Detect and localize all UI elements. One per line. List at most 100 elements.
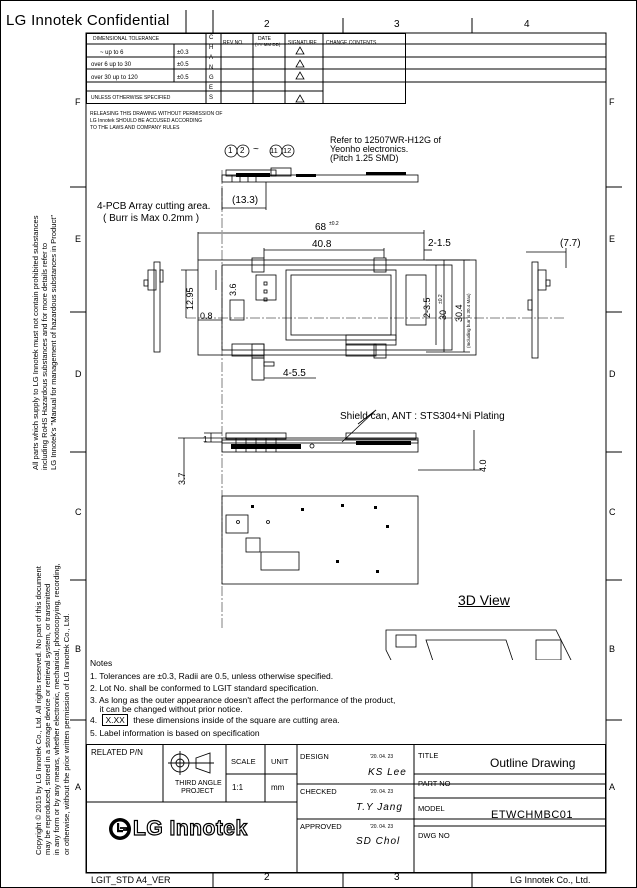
checked-label: CHECKED <box>300 787 337 796</box>
release-warning: TO THE LAWS AND COMPANY RULES <box>90 125 180 131</box>
scale-label: SCALE <box>231 757 256 766</box>
checked-name: T.Y Jang <box>356 802 403 813</box>
tolerance-value: ±0.5 <box>177 62 189 68</box>
tolerance-value: ±0.5 <box>177 75 189 81</box>
title-label: TITLE <box>418 751 439 760</box>
rev-no-header: REV NO. <box>223 40 244 46</box>
substances-note: All parts which supply to LG Innotek mus… <box>31 214 59 470</box>
refer-note: Yeonho electronics. <box>330 144 409 154</box>
row-label: E <box>75 234 82 244</box>
change-letter: G <box>209 75 214 81</box>
change-letter: C <box>209 35 214 41</box>
dimension-13-3: (13.3) <box>232 195 259 206</box>
dimension-68: 68 <box>315 222 327 233</box>
column-label: 4 <box>524 19 530 30</box>
refer-note: Refer to 12507WR-H12G of <box>330 135 442 145</box>
approved-name: SD Chol <box>356 836 401 847</box>
third-angle-label: THIRD ANGLE <box>175 780 222 787</box>
row-label: D <box>75 369 82 379</box>
row-label: F <box>75 97 81 107</box>
row-label: B <box>609 644 616 654</box>
dimension-0-8: 0.8 <box>200 311 213 321</box>
third-angle-label: PROJECT <box>181 788 214 795</box>
checked-date: '20. 04. 23 <box>370 789 394 795</box>
view-3d-label: 3D View <box>458 592 510 608</box>
footer-column: 2 <box>264 872 270 883</box>
pin-2-label: 2 <box>240 146 245 155</box>
change-contents-header: CHANGE CONTENTS <box>326 40 377 46</box>
note-item: 2. Lot No. shall be conformed to LGIT st… <box>90 683 319 693</box>
pcb-note: 4-PCB Array cutting area. <box>97 201 211 212</box>
unit-value: mm <box>271 783 285 792</box>
column-label: 2 <box>264 19 270 30</box>
design-label: DESIGN <box>300 752 329 761</box>
change-letter: H <box>209 45 214 51</box>
change-letter: A <box>209 55 214 61</box>
dimension-2-1-5: 2-1.5 <box>428 238 451 249</box>
dwg-no-label: DWG NO <box>418 831 450 840</box>
note-item: 3. As long as the outer appearance doesn… <box>90 695 396 705</box>
dimension-4-0: 4.0 <box>478 459 488 472</box>
confidential-label: LG Innotek Confidential <box>6 12 170 29</box>
tolerance-range: ~ up to 6 <box>100 50 124 56</box>
footer-column: 3 <box>394 872 400 883</box>
dimension-4-5-5: 4-5.5 <box>283 368 306 379</box>
dimension-30-4: 30.4 <box>454 304 464 322</box>
row-label: A <box>75 782 82 792</box>
outline-drawing <box>143 144 572 660</box>
note-item: 5. Label information is based on specifi… <box>90 728 260 738</box>
approved-date: '20. 04. 23 <box>370 824 394 830</box>
model-label: MODEL <box>418 804 445 813</box>
tolerance-title: DIMENSIONAL TOLERANCE <box>93 36 160 42</box>
related-pn-label: RELATED P/N <box>91 748 143 757</box>
dimension-3-6: 3.6 <box>228 283 238 296</box>
note-item-4: 4. X.XX these dimensions inside of the s… <box>90 714 340 726</box>
title-block-lines <box>86 744 606 873</box>
dimension-40-8: 40.8 <box>312 239 332 250</box>
pin-range-label: ~ <box>253 144 259 155</box>
row-label: E <box>609 234 616 244</box>
tolerance-value: ±0.3 <box>177 50 189 56</box>
dimension-7-7: (7.7) <box>560 238 581 249</box>
pcb-note: ( Burr is Max 0.2mm ) <box>103 213 200 224</box>
release-warning: RELEASING THIS DRAWING WITHOUT PERMISSIO… <box>90 111 223 117</box>
note-item: it can be changed without prior notice. <box>90 704 243 714</box>
copyright-note: Copyright © 2015 by LG Innotek Co., Ltd.… <box>34 563 71 855</box>
design-name: KS Lee <box>368 767 407 778</box>
row-label: C <box>609 507 616 517</box>
date-format: (YY MM DD) <box>255 42 281 47</box>
part-no-label: PART NO <box>418 779 451 788</box>
dimension-30-tol: ±0.2 <box>438 294 444 304</box>
row-label: C <box>75 507 82 517</box>
dimension-12-95: 12.95 <box>185 287 195 310</box>
tolerance-range: over 30 up to 120 <box>91 75 138 81</box>
design-date: '20. 04. 23 <box>370 754 394 760</box>
shield-note: Shield can, ANT : STS304+Ni Plating <box>340 411 505 422</box>
change-letter: S <box>209 95 214 101</box>
unit-label: UNIT <box>271 757 289 766</box>
notes-title: Notes <box>90 658 113 668</box>
refer-note: (Pitch 1.25 SMD) <box>330 153 399 163</box>
tolerance-range: over 6 up to 30 <box>91 62 132 68</box>
scale-value: 1:1 <box>232 783 244 792</box>
dimension-burr-note: (Including burr is 30.4 Max) <box>466 293 471 348</box>
model-value: ETWCHMBC01 <box>491 809 574 821</box>
dimension-2-3-5: 2-3.5 <box>422 297 432 318</box>
dimension-30: 30 <box>438 309 448 320</box>
row-label: F <box>609 97 615 107</box>
unless-specified: UNLESS OTHERWISE SPECIFIED <box>91 95 171 101</box>
dimension-1: 1 <box>203 435 208 444</box>
footer-company: LG Innotek Co., Ltd. <box>510 875 591 885</box>
change-letter: N <box>209 65 214 71</box>
row-label: B <box>75 644 82 654</box>
note-item: 1. Tolerances are ±0.3, Radii are 0.5, u… <box>90 671 334 681</box>
change-letter: E <box>209 85 214 91</box>
signature-header: SIGNATURE <box>288 40 317 46</box>
pin-1-label: 1 <box>228 146 233 155</box>
lg-innotek-logo-text: LG Innotek <box>132 817 248 840</box>
dimension-68-tol: ±0.2 <box>329 221 339 227</box>
release-warning: LG Innotek SHOULD BE ACCUSED ACCORDING <box>90 118 202 124</box>
pin-12-label: 12 <box>283 146 292 155</box>
date-header: DATE <box>258 36 271 42</box>
row-label: D <box>609 369 616 379</box>
